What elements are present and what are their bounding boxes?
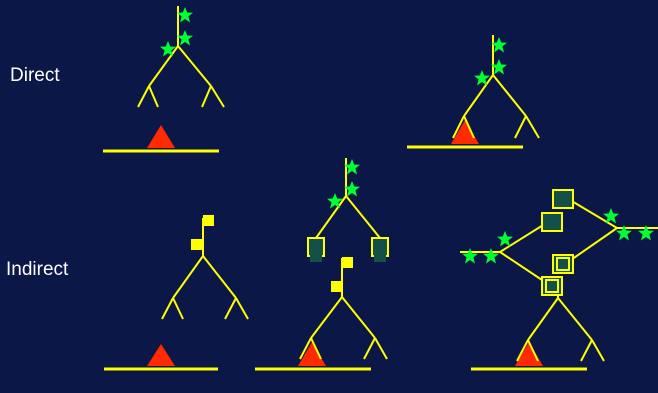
panel-direct-no-binding bbox=[103, 6, 225, 153]
tag-box bbox=[541, 276, 563, 296]
tag-square bbox=[203, 215, 214, 226]
tag-square bbox=[342, 257, 353, 268]
fluorophore-star bbox=[177, 7, 193, 23]
antigen-triangle bbox=[451, 120, 479, 144]
tag-square bbox=[191, 239, 202, 250]
panel-indirect-secondary-complex bbox=[460, 189, 658, 371]
secondary-arm-box-left bbox=[307, 237, 325, 262]
fluorophore-star bbox=[160, 41, 176, 57]
enzyme-box bbox=[541, 212, 563, 232]
tag-square bbox=[331, 281, 342, 292]
panel-indirect-secondary-fluor bbox=[255, 158, 389, 371]
tag-box bbox=[552, 254, 574, 274]
antibody-y bbox=[161, 218, 249, 320]
fluorophore-star bbox=[462, 248, 478, 264]
fluorophore-star bbox=[483, 248, 499, 264]
row-label-direct: Direct bbox=[10, 65, 60, 86]
fluorophore-star bbox=[327, 193, 343, 209]
antigen-triangle bbox=[298, 342, 326, 366]
antigen-triangle bbox=[147, 125, 175, 148]
panel-direct-bound bbox=[407, 35, 540, 149]
antibody-y bbox=[452, 35, 540, 139]
antigen-triangle bbox=[147, 344, 175, 366]
antigen-triangle bbox=[515, 342, 543, 366]
primary-antibody-y bbox=[299, 258, 388, 360]
secondary-antibody-y bbox=[315, 158, 381, 239]
row-label-indirect: Indirect bbox=[6, 259, 69, 280]
enzyme-box bbox=[552, 189, 574, 209]
secondary-arm-box-right bbox=[371, 237, 389, 262]
fluorophore-star bbox=[177, 30, 193, 46]
panel-indirect-unlabeled-primary bbox=[104, 215, 249, 371]
fluorophore-star bbox=[497, 231, 513, 247]
primary-antibody-y bbox=[516, 284, 605, 362]
